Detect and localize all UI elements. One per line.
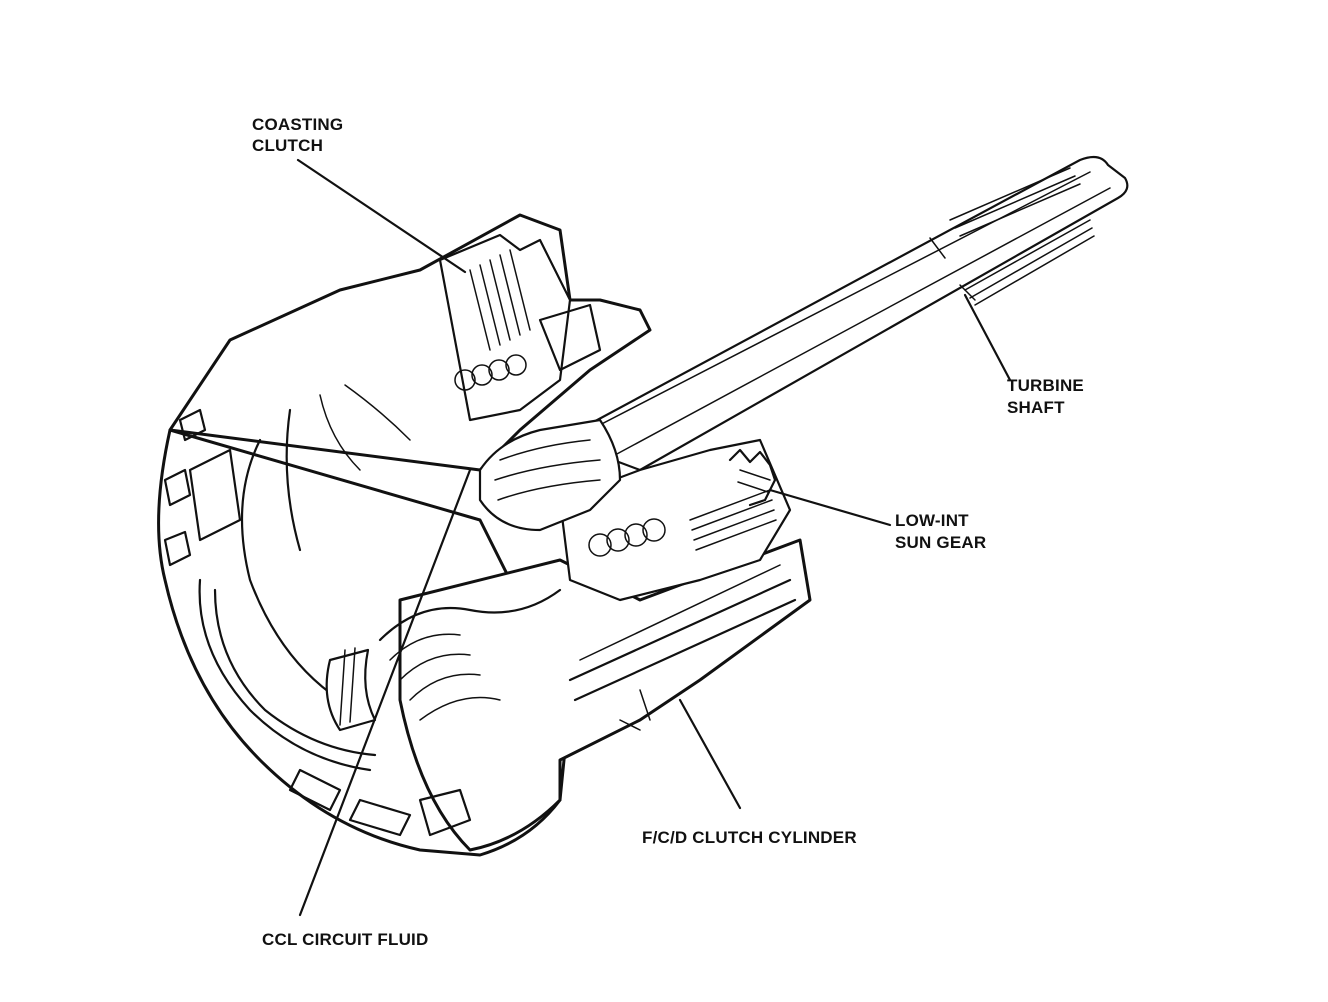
leader-coasting-clutch	[296, 158, 467, 274]
label-low-int-sun-gear-line1: LOW-INT	[895, 511, 969, 530]
callout-labels: COASTING CLUTCH TURBINE SHAFT LOW-INT SU…	[252, 115, 1084, 949]
leader-low-int-sun-gear	[768, 488, 892, 527]
coasting-clutch-pack	[438, 233, 602, 422]
leader-ccl-circuit-fluid	[298, 468, 472, 917]
label-turbine-shaft-line2: SHAFT	[1007, 398, 1065, 417]
leader-turbine-shaft	[963, 293, 1012, 382]
label-coasting-clutch-line1: COASTING	[252, 115, 343, 134]
leader-lines	[296, 158, 1012, 917]
label-turbine-shaft-line1: TURBINE	[1007, 376, 1084, 395]
turbine-shaft	[558, 155, 1129, 472]
label-coasting-clutch-line2: CLUTCH	[252, 136, 323, 155]
label-fcd-clutch-cylinder: F/C/D CLUTCH CYLINDER	[642, 828, 857, 847]
inner-hub	[478, 418, 622, 532]
label-ccl-circuit-fluid: CCL CIRCUIT FLUID	[262, 930, 428, 949]
label-low-int-sun-gear-line2: SUN GEAR	[895, 533, 986, 552]
leader-fcd-clutch-cylinder	[678, 698, 742, 810]
